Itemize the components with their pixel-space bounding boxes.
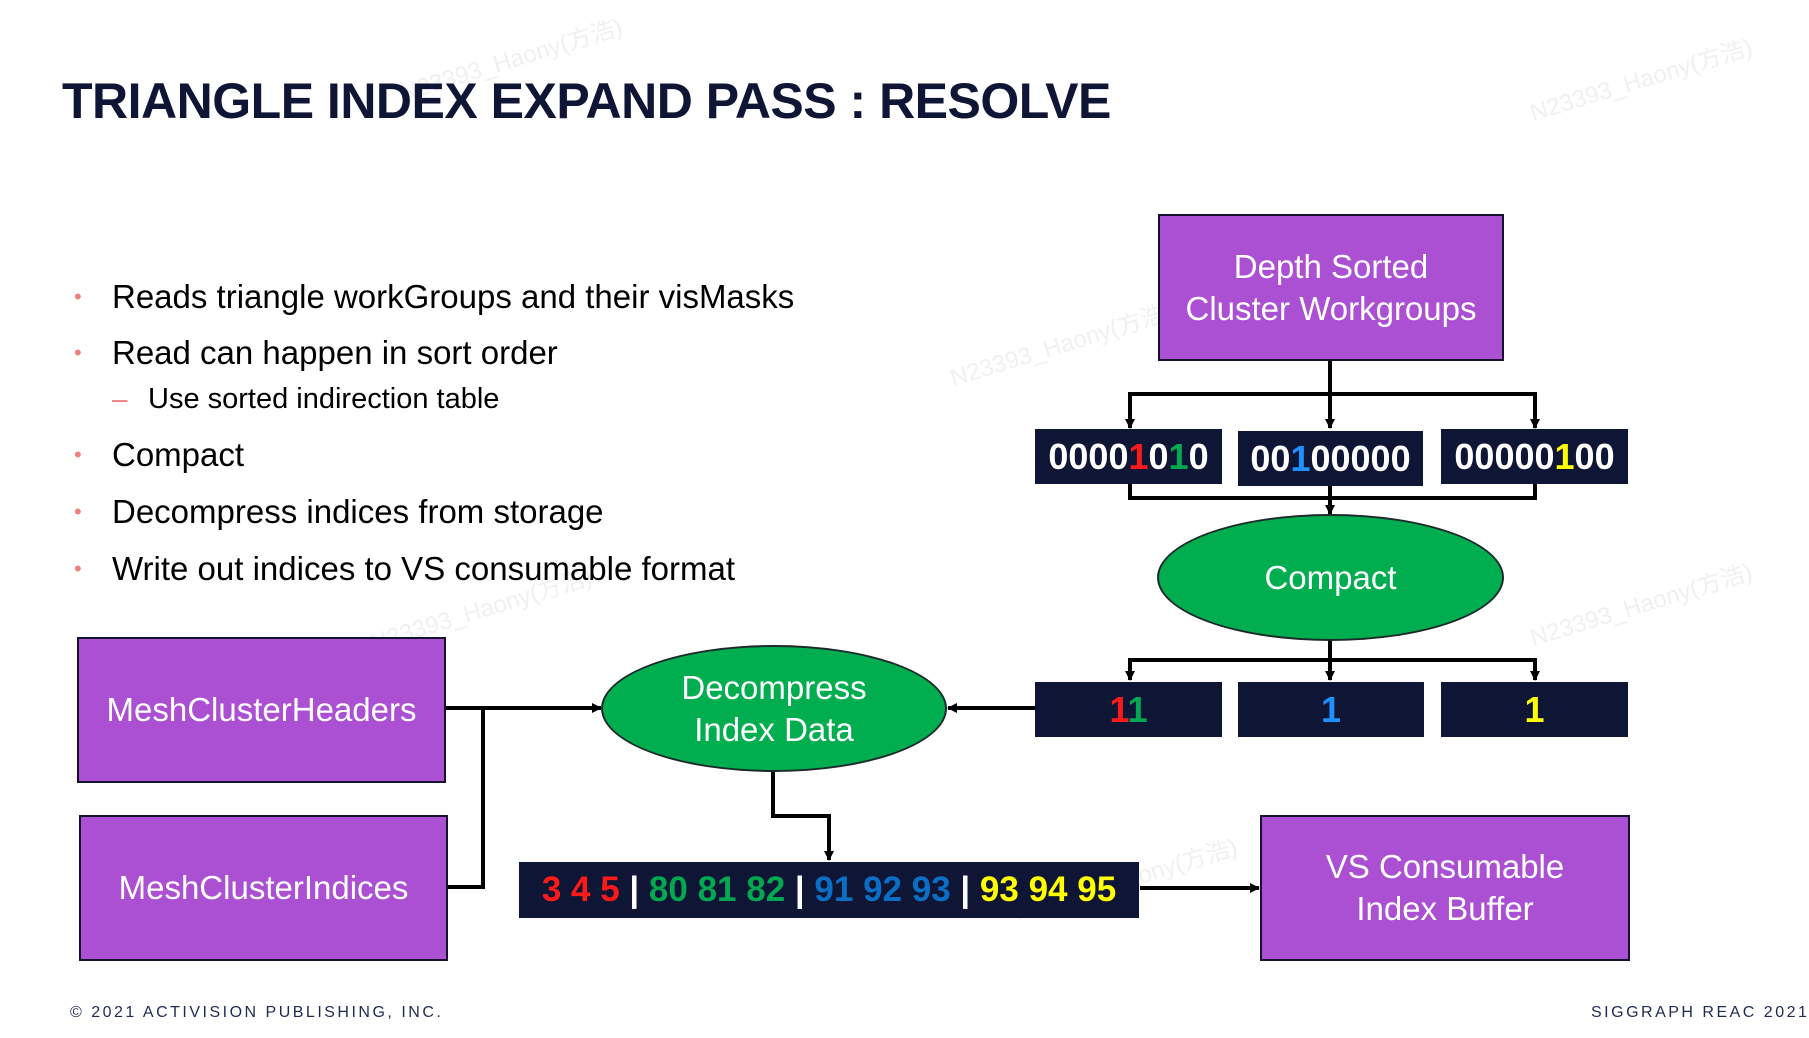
- compact-label: Compact: [1264, 558, 1397, 596]
- arrow-decompress-to-strip: [771, 771, 834, 861]
- sub-bullet-text: Use sorted indirection table: [148, 383, 500, 415]
- box-label-line: VS Consumable: [1325, 848, 1565, 885]
- digit-segment: |: [950, 870, 980, 909]
- decompress-ellipse: Decompress Index Data: [601, 645, 947, 772]
- line-mask-1-merge: [1128, 484, 1537, 500]
- box-label-line: Depth Sorted: [1233, 247, 1429, 285]
- index-values: 3 4 5 | 80 81 82 | 91 92 93 | 93 94 95: [542, 870, 1116, 910]
- digit-segment: 80 81 82: [648, 870, 786, 909]
- digit-segment: |: [785, 870, 815, 909]
- compact-ellipse: Compact: [1157, 514, 1504, 641]
- bullet-dot-icon: •: [74, 284, 82, 309]
- digit-segment: 1: [1128, 435, 1149, 477]
- vs-consumable-index-buffer-box: VS Consumable Index Buffer: [1260, 815, 1630, 961]
- vismask-value: 00000100: [1454, 436, 1614, 478]
- conference-footer: SIGGRAPH REAC 2021: [1591, 1004, 1809, 1021]
- bullet-dot-icon: •: [74, 340, 82, 365]
- digit-segment: 0: [1148, 435, 1169, 477]
- vismask-box-3: 00000100: [1441, 429, 1628, 484]
- copyright-footer: © 2021 ACTIVISION PUBLISHING, INC.: [70, 1004, 444, 1021]
- digit-segment: 00: [1574, 435, 1615, 477]
- decompress-label-line: Decompress: [681, 668, 867, 706]
- box-label-line: Index Buffer: [1356, 890, 1534, 927]
- digit-segment: 00: [1250, 437, 1291, 479]
- digit-segment: |: [619, 870, 649, 909]
- line-indices-to-decompress: [446, 708, 485, 889]
- bullet-dot-icon: •: [74, 556, 82, 581]
- depth-sorted-workgroups-box: Depth Sorted Cluster Workgroups: [1158, 214, 1504, 361]
- digit-segment: 93 94 95: [979, 870, 1117, 909]
- digit-segment: 1: [1554, 435, 1575, 477]
- arrow-compact-to-result-3: [1330, 658, 1540, 681]
- vismask-value: 00100000: [1250, 438, 1410, 480]
- compacted-value: 1: [1524, 689, 1544, 731]
- vismask-box-1: 00001010: [1035, 429, 1222, 484]
- digit-segment: 3 4 5: [541, 870, 620, 909]
- compacted-box-2: 1: [1238, 682, 1424, 737]
- digit-segment: 00000: [1454, 435, 1555, 477]
- box-label: MeshClusterHeaders: [106, 691, 417, 728]
- digit-segment: 00000: [1310, 437, 1411, 479]
- bullet-text: Read can happen in sort order: [112, 334, 558, 371]
- dash-icon: –: [112, 383, 128, 414]
- digit-segment: 1: [1290, 437, 1311, 479]
- digit-segment: 0000: [1048, 435, 1129, 477]
- compacted-box-3: 1: [1441, 682, 1628, 737]
- compacted-value: 1: [1321, 689, 1341, 731]
- bullet-dot-icon: •: [74, 499, 82, 524]
- digit-segment: 91 92 93: [814, 870, 951, 909]
- digit-segment: 1: [1127, 688, 1148, 730]
- arrow-source-to-mask-1: [1125, 360, 1332, 429]
- mesh-cluster-indices-box: MeshClusterIndices: [79, 815, 448, 961]
- vismask-box-2: 00100000: [1238, 431, 1423, 486]
- arrow-source-to-mask-3: [1330, 392, 1540, 429]
- digit-segment: 0: [1188, 435, 1209, 477]
- compacted-box-1: 11: [1035, 682, 1222, 737]
- mesh-cluster-headers-box: MeshClusterHeaders: [77, 637, 446, 783]
- bullet-text: Write out indices to VS consumable forma…: [112, 550, 736, 587]
- bullet-text: Compact: [112, 436, 245, 473]
- digit-segment: 1: [1320, 688, 1342, 730]
- vismask-value: 00001010: [1048, 436, 1208, 478]
- bullet-dot-icon: •: [74, 442, 82, 467]
- digit-segment: 1: [1524, 688, 1545, 730]
- box-label: MeshClusterIndices: [118, 869, 409, 906]
- digit-segment: 1: [1109, 688, 1128, 730]
- slide-title: TRIANGLE INDEX EXPAND PASS : RESOLVE: [62, 73, 1111, 129]
- bullet-text: Decompress indices from storage: [112, 493, 604, 530]
- decompress-label-line: Index Data: [694, 710, 854, 748]
- digit-segment: 1: [1168, 435, 1189, 477]
- index-strip: 3 4 5 | 80 81 82 | 91 92 93 | 93 94 95: [519, 862, 1139, 918]
- arrow-compact-to-result-1: [1125, 658, 1330, 681]
- compacted-value: 11: [1109, 689, 1147, 731]
- box-label-line: Cluster Workgroups: [1185, 289, 1477, 327]
- bullet-text: Reads triangle workGroups and their visM…: [112, 278, 795, 315]
